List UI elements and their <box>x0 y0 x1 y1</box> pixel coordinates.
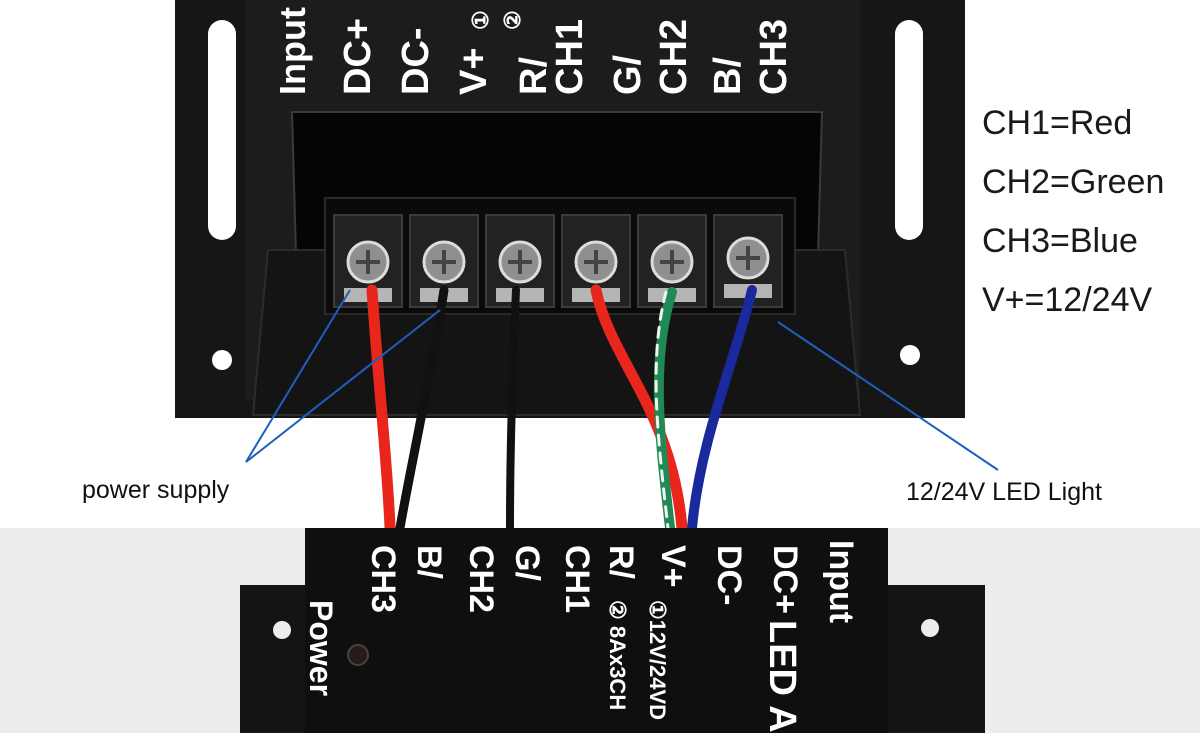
wire-black-ch <box>506 286 520 532</box>
bottom-amplifier: CH3 B/ CH2 G/ CH1 R/ V+ DC- DC+ Input LE… <box>240 528 985 733</box>
bottom-label-v-plus: V+ <box>654 545 692 588</box>
bottom-mount-hole-left <box>273 621 291 639</box>
bottom-label-ch1: CH1 <box>558 545 596 613</box>
callout-lines <box>245 289 999 471</box>
bottom-label-power: Power <box>303 600 339 696</box>
top-label-v-plus: V+ <box>453 47 495 95</box>
bottom-label-input: Input <box>822 540 860 623</box>
legend-ch2: CH2=Green <box>982 163 1165 201</box>
legend-ch1: CH1=Red <box>982 104 1133 142</box>
bottom-label-led-amp: LED Am <box>761 620 803 733</box>
bottom-label-spec-1: ①12V/24VD <box>645 600 670 720</box>
bottom-label-dc-plus: DC+ <box>766 545 804 614</box>
wire-black-power <box>395 285 449 533</box>
bottom-label-spec-2: ② 8Ax3CH <box>605 600 630 710</box>
top-label-circle-1: ① <box>468 10 493 30</box>
wire-red-power <box>366 284 396 534</box>
bottom-mount-hole-right <box>921 619 939 637</box>
bottom-label-dc-minus: DC- <box>710 545 748 605</box>
top-label-input: Input <box>272 7 313 95</box>
bottom-label-b: B/ <box>410 545 448 580</box>
wires <box>366 284 757 534</box>
bottom-label-r: R/ <box>602 545 640 580</box>
bottom-label-ch3: CH3 <box>364 545 402 613</box>
top-label-dc-minus: DC- <box>395 27 437 95</box>
wire-green-led <box>653 287 677 533</box>
top-label-dc-plus: DC+ <box>337 18 379 95</box>
bottom-label-g: G/ <box>508 545 546 581</box>
mount-hole-right <box>900 345 920 365</box>
top-label-ch3: CH3 <box>753 19 795 95</box>
top-label-r: R/ <box>513 57 555 95</box>
top-label-ch2: CH2 <box>653 19 695 95</box>
mount-slot-right <box>895 20 923 240</box>
led-light-callout: 12/24V LED Light <box>906 478 1102 506</box>
wire-red-led <box>590 284 688 534</box>
wire-blue-led <box>687 285 757 533</box>
top-label-g: G/ <box>607 54 649 95</box>
top-label-circle-2: ② <box>500 10 525 30</box>
channel-legend: CH1=Red CH2=Green CH3=Blue V+=12/24V <box>982 94 1164 330</box>
top-amplifier: Input DC+ DC- V+ ① ② R/ CH1 G/ CH2 B/ CH… <box>175 0 965 418</box>
mount-slot-left <box>208 20 236 240</box>
power-supply-callout: power supply <box>82 476 230 504</box>
top-label-b: B/ <box>707 57 749 95</box>
legend-vplus: V+=12/24V <box>982 281 1153 319</box>
bottom-label-ch2: CH2 <box>462 545 500 613</box>
top-label-ch1: CH1 <box>549 19 591 95</box>
power-led <box>347 644 369 666</box>
mount-hole-left <box>212 350 232 370</box>
legend-ch3: CH3=Blue <box>982 222 1138 260</box>
